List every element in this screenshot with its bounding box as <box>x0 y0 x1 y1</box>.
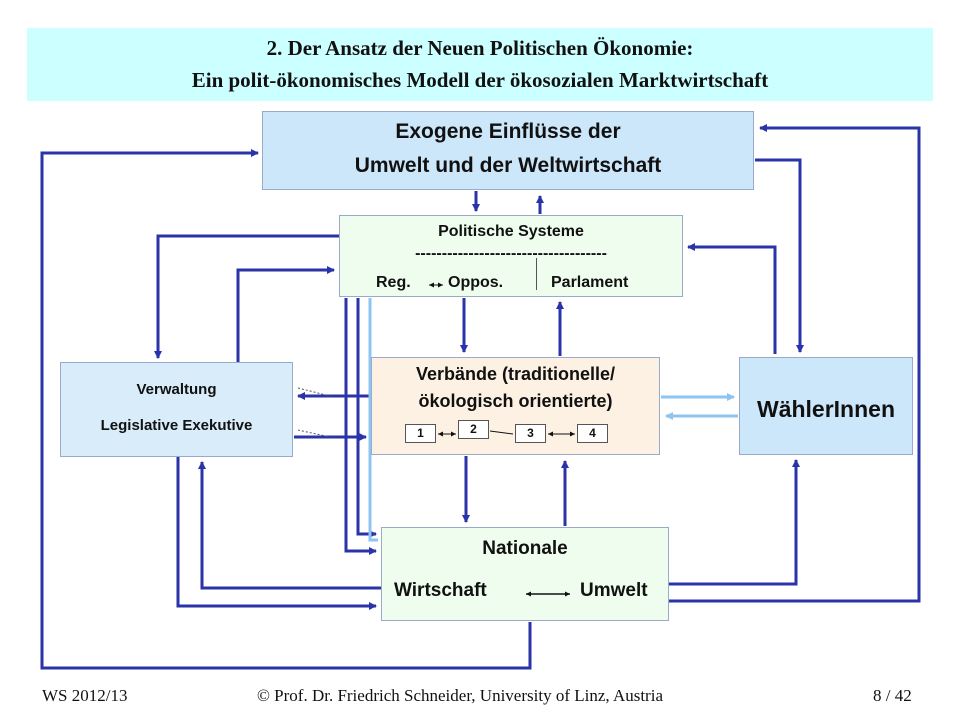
waehlerinnen-box: WählerInnen <box>739 357 913 455</box>
verband-number-3: 3 <box>515 424 546 443</box>
slide-title-line1: 2. Der Ansatz der Neuen Politischen Ökon… <box>266 36 694 60</box>
waehler-label: WählerInnen <box>756 396 895 422</box>
politik-divider-dashes: ------------------------------------ <box>415 245 607 262</box>
arrow-national-to-exogen <box>40 149 532 670</box>
politik-title: Politische Systeme <box>438 223 584 240</box>
verband-number-2: 2 <box>458 420 489 439</box>
nationale-box: Nationale Wirtschaft Umwelt <box>381 527 669 621</box>
footer-semester: WS 2012/13 <box>42 686 128 705</box>
verwaltung-line1: Verwaltung <box>136 381 217 398</box>
verbaende-line1: Verbände (traditionelle/ <box>415 364 616 384</box>
arrow-politik-to-verwaltung <box>154 234 339 359</box>
politik-vertical-divider <box>536 258 537 290</box>
politik-oppos: Oppos. <box>448 274 504 291</box>
politik-reg: Reg. <box>376 274 411 291</box>
verband-link-arrows <box>438 430 575 437</box>
double-arrow-icon <box>429 282 443 288</box>
footer-page: 8 / 42 <box>873 686 912 705</box>
arrow-national-to-exogen-right <box>669 124 921 603</box>
arrow-verwaltung-to-national <box>176 457 377 610</box>
verwaltung-line2: Legislative Exekutive <box>100 417 253 434</box>
verbaende-box: Verbände (traditionelle/ ökologisch orie… <box>371 357 660 455</box>
arrow-exogen-to-waehler <box>755 158 804 353</box>
national-umwelt: Umwelt <box>580 580 648 601</box>
footer-copyright: © Prof. Dr. Friedrich Schneider, Univers… <box>257 686 663 705</box>
national-line1: Nationale <box>482 538 568 559</box>
slide-title-line2: Ein polit-ökonomisches Modell der ökosoz… <box>191 68 769 92</box>
slide-title-band: 2. Der Ansatz der Neuen Politischen Ökon… <box>27 28 933 101</box>
arrow-light-national-politik <box>368 298 378 542</box>
arrow-national-to-verwaltung <box>198 461 381 590</box>
exogen-line2: Umwelt und der Weltwirtschaft <box>354 154 662 177</box>
verband-number-1: 1 <box>405 424 436 443</box>
politik-parlament: Parlament <box>551 274 629 291</box>
arrow-politik-to-national-a <box>344 298 377 555</box>
arrow-waehler-to-politik <box>687 243 777 354</box>
double-arrow-icon <box>526 591 570 597</box>
arrow-verwaltung-to-politik <box>236 266 335 362</box>
politische-systeme-box: Politische Systeme ---------------------… <box>339 215 683 297</box>
verwaltung-box: Verwaltung Legislative Exekutive <box>60 362 293 457</box>
arrow-national-to-waehler <box>669 459 800 586</box>
verband-number-4: 4 <box>577 424 608 443</box>
verbaende-line2: ökologisch orientierte) <box>418 391 613 411</box>
exogen-line1: Exogene Einflüsse der <box>395 120 621 143</box>
exogene-einfluesse-box: Exogene Einflüsse der Umwelt und der Wel… <box>262 111 754 190</box>
national-wirtschaft: Wirtschaft <box>394 580 487 601</box>
